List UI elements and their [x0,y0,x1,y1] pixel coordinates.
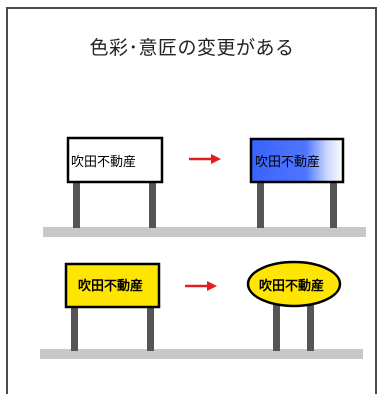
top-row: 吹田不動産 吹田不動産 [43,136,366,237]
figure-frame [6,7,377,394]
sign-pole-left [73,182,80,228]
sign-pole-right [147,307,154,351]
signboard-before-bottom: 吹田不動産 [64,262,161,351]
sign-text: 吹田不動産 [78,278,143,294]
sign-pole-right [307,300,314,351]
ground-strip [40,349,363,359]
sign-panel-oval [246,260,342,308]
sign-panel-white [66,136,164,184]
sign-text: 吹田不動産 [259,278,324,294]
right-arrow-icon [189,154,221,164]
sign-pole-right [330,182,337,228]
sign-panel-yellow [64,262,161,309]
signboard-after-bottom: 吹田不動産 [246,260,342,351]
sign-pole-left [71,307,78,351]
figure-title: 色彩･意匠の変更がある [89,37,295,59]
right-arrow-icon [185,281,217,291]
sign-pole-left [257,182,264,228]
sign-pole-right [149,182,156,228]
sign-panel-blue [249,137,345,184]
signboard-before-top: 吹田不動産 [66,136,164,228]
sign-text: 吹田不動産 [255,154,320,170]
signboard-after-top: 吹田不動産 [249,137,345,228]
sign-text: 吹田不動産 [71,154,136,170]
bottom-row: 吹田不動産 吹田不動産 [40,260,363,359]
sign-pole-left [273,300,280,351]
ground-strip [43,227,366,237]
